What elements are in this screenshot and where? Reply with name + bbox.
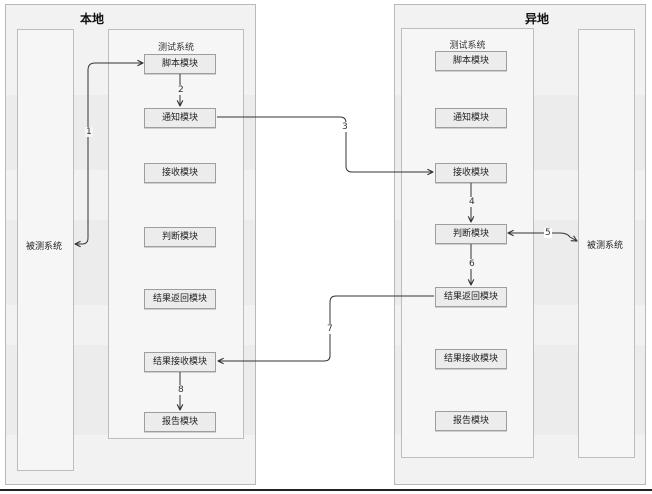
remote-result-receive-module[interactable]: 结果接收模块	[435, 349, 507, 369]
local-report-module[interactable]: 报告模块	[144, 412, 216, 432]
local-receive-module[interactable]: 接收模块	[144, 163, 216, 183]
edge-3-label: 3	[341, 122, 349, 132]
remote-result-return-module[interactable]: 结果返回模块	[435, 287, 507, 307]
edge-4-label: 4	[468, 197, 476, 207]
remote-receive-module[interactable]: 接收模块	[435, 163, 507, 183]
edge-3-line	[217, 116, 433, 172]
bottom-rule	[0, 489, 652, 491]
edge-2-label: 2	[177, 85, 185, 95]
local-tested-system-box: 被测系统	[17, 29, 74, 471]
local-judge-module[interactable]: 判断模块	[144, 227, 216, 247]
edge-1-label: 1	[85, 127, 93, 137]
edge-6-label: 6	[468, 259, 476, 269]
remote-test-system-title: 测试系统	[449, 41, 486, 51]
edge-8-label: 8	[177, 385, 185, 395]
remote-report-module[interactable]: 报告模块	[435, 411, 507, 431]
edge-5-line	[508, 233, 577, 241]
edge-7-label: 7	[326, 324, 334, 334]
edge-5-label: 5	[544, 228, 552, 238]
local-result-receive-module[interactable]: 结果接收模块	[144, 352, 216, 372]
remote-notify-module[interactable]: 通知模块	[435, 108, 507, 128]
local-notify-module[interactable]: 通知模块	[144, 108, 216, 128]
edge-1-line	[75, 63, 143, 244]
local-tested-system-label: 被测系统	[26, 242, 63, 252]
remote-title: 异地	[525, 12, 550, 26]
local-script-module[interactable]: 脚本模块	[144, 54, 216, 74]
remote-script-module[interactable]: 脚本模块	[435, 51, 507, 71]
remote-tested-system-box: 被测系统	[578, 29, 635, 458]
local-title: 本地	[80, 12, 105, 26]
local-result-return-module[interactable]: 结果返回模块	[144, 289, 216, 309]
local-test-system-title: 测试系统	[157, 43, 194, 53]
remote-tested-system-label: 被测系统	[587, 241, 624, 251]
remote-judge-module[interactable]: 判断模块	[435, 224, 507, 244]
